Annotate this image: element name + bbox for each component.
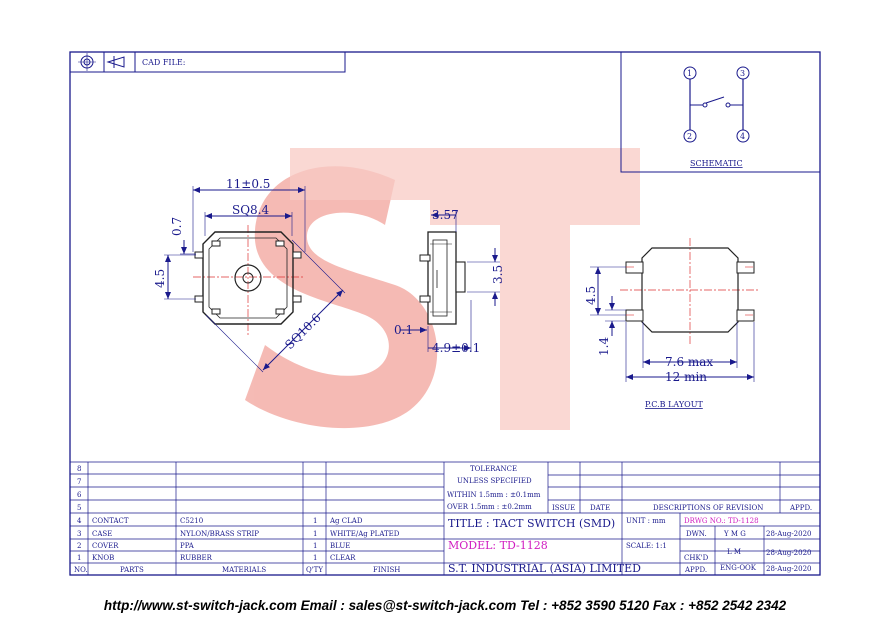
row-num-6: 6 [77,491,82,499]
part-material: NYLON/BRASS STRIP [180,530,259,538]
header-parts: PARTS [120,566,144,574]
appd-header: APPD. [789,504,812,512]
side-view: 3.57 3.5 0.1 4.9±0.1 [394,208,505,355]
cad-header: CAD FILE: [69,51,346,73]
part-material: C5210 [180,517,203,525]
dim-actuator-height: 3.5 [491,265,505,284]
appd-date: 28-Aug-2020 [766,565,812,573]
dim-width-outer: 11±0.5 [226,177,270,191]
drawing-sheet: CAD FILE: 1 3 2 4 SCHEMATIC [69,51,821,576]
header-materials: MATERIALS [222,566,266,574]
part-name: CONTACT [92,517,129,525]
part-finish: Ag CLAD [329,517,363,525]
model-label: MODEL: TD-1128 [448,539,548,552]
part-name: KNOB [92,554,114,562]
part-material: PPA [180,542,195,550]
dim-lead-offset: 0.7 [170,217,184,236]
part-qty: 1 [313,517,317,525]
dwn-date: 28-Aug-2020 [766,530,812,538]
dim-sq-inner: SQ8.4 [232,203,270,217]
drawing-title: TITLE : TACT SWITCH (SMD) [448,517,615,530]
chk-label: CHK'D [684,554,709,562]
title-block-text: TOLERANCE UNLESS SPECIFIED WITHIN 1.5mm … [447,465,812,575]
scale-label: SCALE: 1:1 [626,542,667,550]
tolerance-label: TOLERANCE [470,465,517,473]
date-header: DATE [590,504,610,512]
part-qty: 1 [313,542,317,550]
dim-lead-pitch: 4.5 [153,269,167,288]
header-no: NO. [74,566,88,574]
part-no: 4 [77,517,82,525]
dim-body-width: 4.9±0.1 [432,341,480,355]
schematic-title: SCHEMATIC [690,159,743,168]
part-finish: CLEAR [330,554,356,562]
part-finish: BLUE [330,542,350,550]
revision-header: DESCRIPTIONS OF REVISION [653,504,763,512]
part-name: CASE [92,530,112,538]
pin-1-label: 1 [687,69,692,78]
row-num-8: 8 [77,465,81,473]
dwn-label: DWN. [686,530,707,538]
schematic: 1 3 2 4 SCHEMATIC [620,51,821,173]
row-num-7: 7 [77,478,81,486]
parts-table [70,461,820,575]
company-name: S.T. INDUSTRIAL (ASIA) LIMITED [448,562,641,575]
part-no: 1 [77,554,81,562]
pin-4-label: 4 [740,132,745,141]
projection-symbol-icon [78,53,125,71]
pcb-title: P.C.B LAYOUT [645,400,703,409]
header-finish: FINISH [373,566,400,574]
within-label: WITHIN 1.5mm : ±0.1mm [447,491,541,499]
part-no: 2 [77,542,81,550]
pcb-layout: 4.5 1.4 7.6 max 12 min P.C.B LAYOUT [584,238,760,409]
row-num-5: 5 [77,504,81,512]
appd-name: ENG-OOK [720,564,757,572]
parts-table-text: 8 7 6 5 4 CONTACT C5210 1 Ag CLAD 3 CASE… [74,465,400,574]
pcb-pad-pitch: 4.5 [584,286,598,305]
chk-date: 28-Aug-2020 [766,549,812,557]
chk-name: L M [727,548,741,556]
sheet-frame [69,51,821,576]
part-qty: 1 [313,554,317,562]
cad-file-label: CAD FILE: [142,58,185,67]
header-qty: Q'TY [306,566,323,574]
dwn-name: Y M G [723,530,746,538]
pcb-min-label: 12 min [665,370,707,384]
part-no: 3 [77,530,81,538]
unless-label: UNLESS SPECIFIED [457,477,532,485]
part-material: RUBBER [180,554,213,562]
dim-base-gap: 0.1 [394,323,413,337]
issue-header: ISSUE [552,504,575,512]
contact-footer: http://www.st-switch-jack.com Email : sa… [103,598,787,613]
pcb-pad-width: 1.4 [597,337,611,356]
over-label: OVER 1.5mm : ±0.2mm [447,503,532,511]
part-finish: WHITE/Ag PLATED [330,530,400,538]
title-block-grid [547,462,820,575]
pin-3-label: 3 [740,69,745,78]
unit-label: UNIT : mm [626,517,666,525]
drawing-number: DRWG NO.: TD-1128 [684,517,759,525]
pcb-max-label: 7.6 max [665,355,713,369]
part-name: COVER [92,542,119,550]
dim-side-height: 3.57 [432,208,459,222]
part-qty: 1 [313,530,317,538]
appd-label: APPD. [684,566,707,574]
pin-2-label: 2 [687,132,692,141]
